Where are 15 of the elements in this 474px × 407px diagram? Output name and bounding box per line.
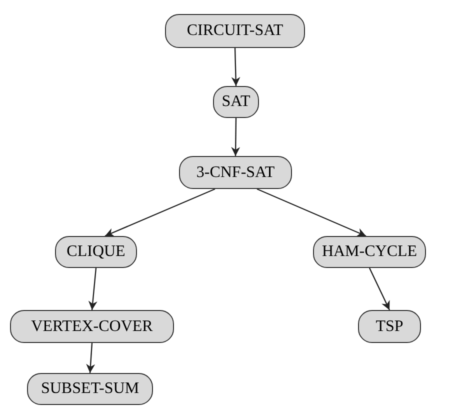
problem-node: HAM-CYCLE: [313, 236, 426, 268]
problem-node: CIRCUIT-SAT: [165, 14, 305, 48]
arrow: [88, 268, 98, 310]
problem-node: VERTEX-COVER: [10, 310, 174, 343]
arrow: [104, 188, 216, 237]
problem-node: SUBSET-SUM: [27, 373, 153, 405]
problem-node: 3-CNF-SAT: [179, 156, 292, 189]
problem-node: CLIQUE: [55, 236, 137, 268]
arrow: [86, 342, 96, 374]
arrow: [231, 118, 240, 156]
problem-node: SAT: [213, 86, 259, 118]
arrow: [256, 188, 366, 237]
arrow: [231, 48, 240, 86]
arrow: [368, 268, 390, 310]
problem-node: TSP: [358, 310, 421, 343]
